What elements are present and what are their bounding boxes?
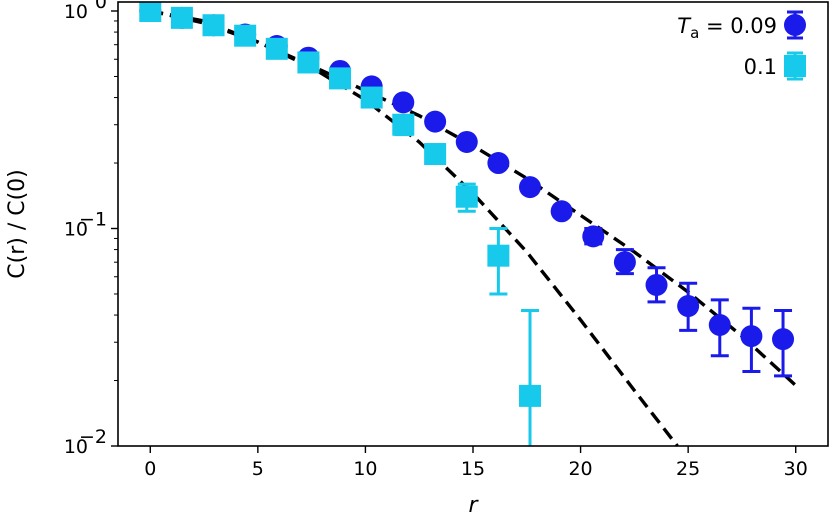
- data-point: [550, 200, 573, 223]
- data-point: [170, 6, 193, 29]
- data-point: [582, 225, 605, 248]
- fit-lines: [149, 9, 797, 446]
- plot-frame: [117, 1, 829, 447]
- legend-label-series-2: 0.1: [744, 55, 777, 79]
- legend-symbol: T: [677, 14, 692, 38]
- data-point: [139, 2, 162, 23]
- x-axis: 0 5 10 15 20 25 30: [144, 446, 808, 480]
- data-point: [360, 86, 383, 109]
- data-point: [613, 251, 636, 274]
- data-point: [645, 273, 668, 296]
- x-tick-label: 0: [144, 458, 156, 480]
- y-tick-exponent: −1: [79, 209, 107, 231]
- legend-marker-circle: [784, 14, 806, 36]
- data-point: [455, 185, 478, 208]
- data-point: [297, 51, 320, 74]
- fit-line: [149, 9, 679, 446]
- legend-marker-square: [784, 55, 806, 77]
- y-tick-label: 10: [64, 436, 88, 458]
- x-axis-label: r: [468, 493, 479, 514]
- data-point: [519, 384, 542, 407]
- data-point: [392, 113, 415, 136]
- data-point: [265, 37, 288, 60]
- data-point: [392, 91, 415, 114]
- data-point: [487, 152, 510, 175]
- data-point: [329, 67, 352, 90]
- data-point: [677, 295, 700, 318]
- data-point: [455, 130, 478, 153]
- x-tick-label: 30: [784, 458, 808, 480]
- y-tick-exponent: −2: [79, 426, 107, 448]
- data-point: [234, 24, 257, 47]
- x-tick-label: 15: [461, 458, 485, 480]
- x-tick-label: 20: [568, 458, 592, 480]
- y-tick-label: 10: [64, 219, 88, 241]
- data-point: [708, 314, 731, 337]
- data-point: [424, 110, 447, 133]
- legend-value: = 0.09: [699, 14, 777, 38]
- legend-markers: [784, 10, 806, 81]
- legend-subscript: a: [690, 24, 699, 42]
- x-tick-label: 5: [252, 458, 264, 480]
- data-point: [519, 176, 542, 199]
- data-point: [487, 244, 510, 267]
- data-point: [202, 14, 225, 37]
- data-markers: [139, 2, 795, 407]
- legend: Ta = 0.09 0.1: [677, 10, 806, 81]
- data-point: [424, 143, 447, 166]
- y-tick-exponent: 0: [95, 0, 107, 13]
- data-point: [740, 325, 763, 348]
- legend-label-series-1: Ta = 0.09: [677, 14, 777, 42]
- y-tick-label: 10: [64, 1, 88, 23]
- x-tick-label: 10: [353, 458, 377, 480]
- data-point: [772, 328, 795, 351]
- y-axis-label: C(r) / C(0): [5, 169, 30, 279]
- x-tick-label: 25: [676, 458, 700, 480]
